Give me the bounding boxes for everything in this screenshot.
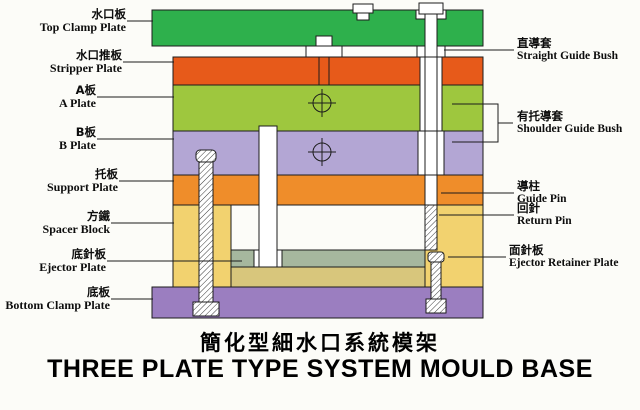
- label-bottom-clamp-plate-cn: 底板: [87, 285, 110, 299]
- label-ejector-retainer-plate-cn: 面針板: [509, 243, 544, 257]
- guide-pin-assembly: [415, 2, 447, 251]
- title-english: THREE PLATE TYPE SYSTEM MOULD BASE: [47, 355, 593, 383]
- stop-block-shape: [352, 3, 374, 21]
- label-a-plate: A板 A Plate: [2, 84, 96, 110]
- label-ejector-retainer-plate-en: Ejector Retainer Plate: [509, 257, 619, 269]
- leader-lines: [97, 20, 514, 300]
- label-return-pin-en: Return Pin: [517, 215, 572, 227]
- label-shoulder-guide-bush: 有托導套 Shoulder Guide Bush: [517, 110, 622, 136]
- label-stripper-plate-cn: 水口推板: [76, 48, 122, 62]
- sprue-bush-shape: [305, 35, 343, 85]
- title-chinese: 簡化型細水口系統模架: [200, 331, 440, 355]
- label-ejector-plate-en: Ejector Plate: [39, 260, 106, 274]
- label-top-clamp-plate-cn: 水口板: [91, 7, 127, 21]
- ejector-plate-shape: [230, 266, 426, 288]
- return-pin-shape: [424, 204, 438, 251]
- label-b-plate: B板 B Plate: [2, 126, 96, 152]
- screw-symbol-lower: [308, 138, 336, 166]
- label-ejector-plate-cn: 底針板: [71, 247, 107, 261]
- guide-pin-shape: [424, 12, 438, 206]
- label-guide-pin-cn: 導柱: [517, 179, 540, 193]
- screw-symbol-upper: [308, 89, 336, 117]
- label-shoulder-guide-bush-cn: 有托導套: [517, 109, 563, 123]
- label-spacer-block-en: Spacer Block: [42, 222, 110, 236]
- label-return-pin-cn: 回針: [517, 201, 540, 215]
- label-b-plate-cn: B板: [75, 125, 96, 139]
- label-guide-pin-en: Guide Pin: [517, 193, 567, 205]
- label-bottom-clamp-plate-en: Bottom Clamp Plate: [5, 298, 110, 312]
- label-guide-pin: 導柱 Guide Pin: [517, 180, 567, 206]
- return-pin-bolt-shape: [425, 251, 447, 314]
- label-return-pin: 回針 Return Pin: [517, 202, 572, 228]
- guide-pin-head-shape: [418, 2, 444, 15]
- label-stripper-plate: 水口推板 Stripper Plate: [2, 49, 122, 75]
- label-straight-guide-bush: 直導套 Straight Guide Bush: [517, 37, 618, 63]
- label-bottom-clamp-plate: 底板 Bottom Clamp Plate: [2, 286, 110, 312]
- label-top-clamp-plate-en: Top Clamp Plate: [39, 20, 126, 34]
- label-support-plate-cn: 托板: [95, 167, 118, 181]
- label-stripper-plate-en: Stripper Plate: [49, 61, 122, 75]
- label-ejector-plate: 底針板 Ejector Plate: [2, 248, 106, 274]
- label-b-plate-en: B Plate: [59, 138, 96, 152]
- label-straight-guide-bush-en: Straight Guide Bush: [517, 50, 618, 62]
- support-pillar-shape: [253, 125, 283, 268]
- label-ejector-retainer-plate: 面針板 Ejector Retainer Plate: [509, 244, 618, 270]
- label-top-clamp-plate: 水口板 Top Clamp Plate: [2, 8, 126, 34]
- label-straight-guide-bush-cn: 直導套: [517, 36, 552, 50]
- label-support-plate-en: Support Plate: [46, 180, 118, 194]
- label-a-plate-en: A Plate: [59, 96, 96, 110]
- label-spacer-block: 方鐵 Spacer Block: [2, 210, 110, 236]
- label-a-plate-cn: A板: [75, 83, 96, 97]
- label-shoulder-guide-bush-en: Shoulder Guide Bush: [517, 123, 623, 135]
- label-support-plate: 托板 Support Plate: [2, 168, 118, 194]
- label-spacer-block-cn: 方鐵: [87, 209, 110, 223]
- puller-bolt-shape: [192, 149, 220, 317]
